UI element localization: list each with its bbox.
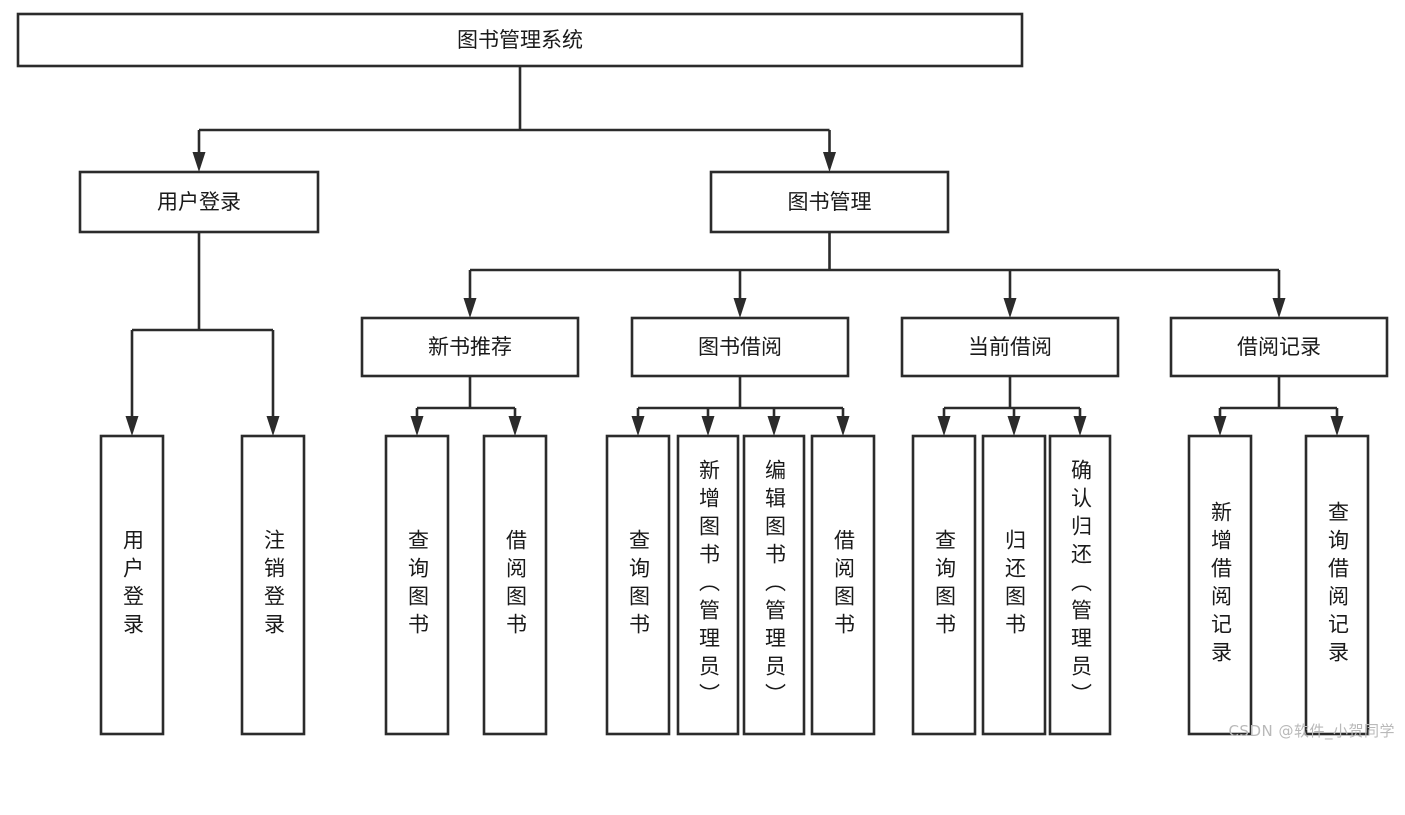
node-box-leaf-query-record[interactable]: [1304, 434, 1370, 736]
node-label-root: 图书管理系统: [457, 28, 583, 52]
watermark-text: CSDN @软件_小贺同学: [1228, 722, 1395, 740]
edge-arrowhead: [767, 416, 781, 436]
node-box-leaf-borrow-book-2[interactable]: [810, 434, 876, 736]
edge-arrowhead: [125, 416, 139, 436]
edge-arrowhead: [823, 152, 836, 172]
edge-arrowhead: [410, 416, 424, 436]
diagram-canvas: 图书管理系统用户登录图书管理新书推荐图书借阅当前借阅借阅记录 用户登录注销登录查…: [16, 12, 1395, 740]
node-box-leaf-return-book[interactable]: [981, 434, 1047, 736]
node-box-leaf-borrow-book-1[interactable]: [482, 434, 548, 736]
edge-arrowhead: [508, 416, 522, 436]
edge-arrowhead: [266, 416, 280, 436]
node-box-leaf-query-book-1[interactable]: [384, 434, 450, 736]
node-label-borrow-record: 借阅记录: [1237, 335, 1321, 359]
node-box-leaf-user-login[interactable]: [99, 434, 165, 736]
node-label-book-borrow: 图书借阅: [698, 335, 782, 359]
edge-arrowhead: [1272, 298, 1286, 318]
edge-arrowhead: [701, 416, 715, 436]
node-box-root[interactable]: [16, 12, 1024, 68]
node-box-book-manage[interactable]: [709, 170, 950, 234]
edge-arrowhead: [937, 416, 951, 436]
node-box-leaf-edit-book[interactable]: [742, 434, 806, 736]
node-label-user-login: 用户登录: [157, 190, 241, 214]
edge-arrowhead: [1213, 416, 1227, 436]
edge-arrowhead: [463, 298, 477, 318]
node-box-new-book-rec[interactable]: [360, 316, 580, 378]
node-box-leaf-confirm-return[interactable]: [1048, 434, 1112, 736]
node-label-new-book-rec: 新书推荐: [428, 335, 512, 359]
node-box-leaf-query-book-3[interactable]: [911, 434, 977, 736]
edge-arrowhead: [1007, 416, 1021, 436]
node-box-user-login[interactable]: [78, 170, 320, 234]
edges-layer: [125, 66, 1344, 436]
edge-arrowhead: [192, 152, 206, 172]
node-label-current-borrow: 当前借阅: [968, 335, 1052, 359]
node-box-leaf-query-book-2[interactable]: [605, 434, 671, 736]
node-box-leaf-add-record[interactable]: [1187, 434, 1253, 736]
node-box-leaf-logout[interactable]: [240, 434, 306, 736]
node-box-book-borrow[interactable]: [630, 316, 850, 378]
node-box-leaf-add-book[interactable]: [676, 434, 740, 736]
edge-arrowhead: [836, 416, 850, 436]
boxes-layer: [16, 12, 1389, 736]
edge-arrowhead: [1330, 416, 1344, 436]
node-box-current-borrow[interactable]: [900, 316, 1120, 378]
node-label-book-manage: 图书管理: [788, 190, 872, 214]
node-box-borrow-record[interactable]: [1169, 316, 1389, 378]
edge-arrowhead: [1073, 416, 1087, 436]
edge-arrowhead: [631, 416, 645, 436]
edge-arrowhead: [733, 298, 747, 318]
edge-arrowhead: [1003, 298, 1017, 318]
